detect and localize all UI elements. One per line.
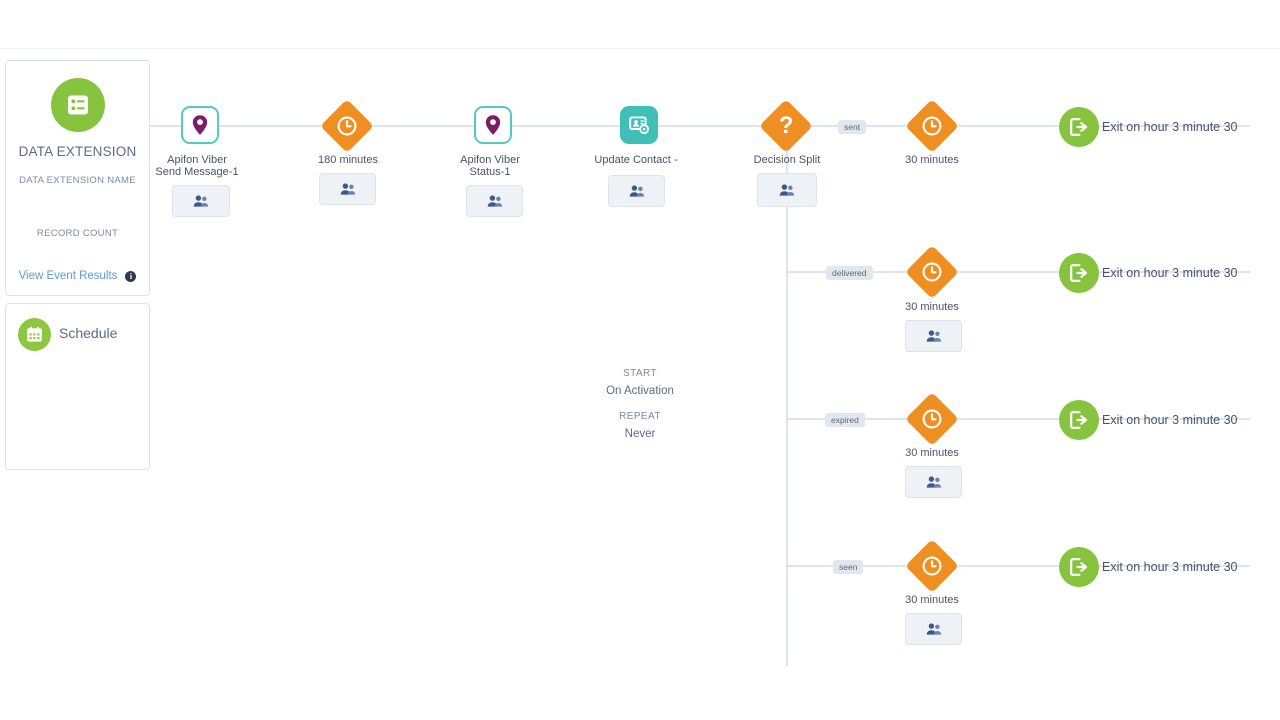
- node-caption: 180 minutes: [318, 154, 378, 166]
- contacts-icon: [926, 623, 941, 635]
- view-event-results-row[interactable]: View Event Results i: [6, 270, 149, 282]
- exit-icon-sent[interactable]: [1059, 107, 1099, 147]
- schedule-repeat-value: Never: [624, 428, 656, 440]
- source-title: DATA EXTENSION: [18, 144, 137, 159]
- clock-icon: [905, 245, 959, 299]
- node-apifon-viber-status[interactable]: [474, 106, 512, 144]
- node-caption: Apifon Viber Send Message-1: [155, 154, 239, 178]
- calendar-icon: [18, 318, 51, 351]
- node-caption: 30 minutes: [905, 447, 959, 459]
- node-caption: 30 minutes: [905, 594, 959, 606]
- node-wait-30-minutes-sent[interactable]: [905, 99, 959, 153]
- contacts-icon: [629, 185, 644, 197]
- contacts-count-chip[interactable]: [319, 173, 376, 205]
- branch-label-seen: seen: [833, 560, 864, 574]
- schedule-start-value: On Activation: [606, 385, 674, 397]
- contacts-icon: [193, 195, 209, 207]
- contacts-count-chip[interactable]: [757, 173, 817, 207]
- contacts-count-chip[interactable]: [905, 466, 962, 498]
- contacts-icon: [340, 183, 355, 195]
- schedule-start-label: START: [623, 368, 657, 379]
- view-event-results-link[interactable]: View Event Results: [18, 270, 118, 282]
- schedule-title: Schedule: [59, 325, 118, 341]
- node-wait-30-minutes-delivered[interactable]: [905, 245, 959, 299]
- exit-label-expired: Exit on hour 3 minute 30: [1102, 413, 1238, 427]
- viber-pin-icon: [474, 106, 512, 144]
- contacts-icon: [926, 476, 941, 488]
- node-wait-30-minutes-expired[interactable]: [905, 392, 959, 446]
- update-contact-icon: [620, 106, 658, 144]
- exit-icon-delivered[interactable]: [1059, 253, 1099, 293]
- connector-main-row: [150, 125, 1250, 127]
- record-count-label: RECORD COUNT: [36, 228, 119, 239]
- exit-icon-expired[interactable]: [1059, 400, 1099, 440]
- node-caption: Update Contact -: [594, 154, 678, 166]
- contacts-icon: [487, 195, 502, 207]
- clock-icon: [905, 99, 959, 153]
- exit-label-delivered: Exit on hour 3 minute 30: [1102, 266, 1238, 280]
- question-mark-icon: ?: [759, 99, 813, 153]
- clock-icon: [905, 392, 959, 446]
- data-extension-list-icon: [50, 78, 105, 132]
- node-wait-180-minutes[interactable]: [320, 99, 374, 153]
- node-update-contact[interactable]: [620, 106, 658, 144]
- question-mark-glyph: ?: [778, 111, 794, 139]
- schedule-repeat-label: REPEAT: [619, 411, 661, 422]
- node-caption: 30 minutes: [905, 301, 959, 313]
- exit-label-seen: Exit on hour 3 minute 30: [1102, 560, 1238, 574]
- node-caption: Apifon Viber Status-1: [460, 154, 520, 178]
- source-subtitle: DATA EXTENSION NAME: [19, 175, 136, 186]
- node-apifon-viber-send-message[interactable]: [181, 106, 219, 144]
- contacts-count-chip[interactable]: [905, 613, 962, 645]
- node-caption: 30 minutes: [905, 154, 959, 166]
- connector-branch-expired: [786, 418, 1250, 420]
- contacts-count-chip[interactable]: [608, 175, 665, 207]
- contacts-icon: [926, 330, 941, 342]
- node-wait-30-minutes-seen[interactable]: [905, 539, 959, 593]
- branch-label-sent: sent: [838, 120, 867, 134]
- branch-label-delivered: delivered: [826, 266, 873, 280]
- contacts-count-chip[interactable]: [466, 185, 523, 217]
- viber-pin-icon: [181, 106, 219, 144]
- clock-icon: [320, 99, 374, 153]
- node-caption: Decision Split: [753, 154, 821, 166]
- connector-decision-spine: [786, 144, 788, 666]
- connector-branch-delivered: [786, 271, 1250, 273]
- contacts-icon: [779, 184, 795, 196]
- clock-icon: [905, 539, 959, 593]
- node-decision-split[interactable]: ?: [759, 99, 813, 153]
- entry-source-card[interactable]: DATA EXTENSION DATA EXTENSION NAME RECOR…: [5, 60, 150, 296]
- contacts-count-chip[interactable]: [172, 185, 230, 217]
- exit-icon-seen[interactable]: [1059, 547, 1099, 587]
- connector-branch-seen: [786, 565, 1250, 567]
- info-badge-icon[interactable]: i: [125, 270, 137, 282]
- branch-label-expired: expired: [825, 413, 865, 427]
- exit-label-sent: Exit on hour 3 minute 30: [1102, 120, 1238, 134]
- contacts-count-chip[interactable]: [905, 320, 962, 352]
- top-divider: [0, 48, 1280, 49]
